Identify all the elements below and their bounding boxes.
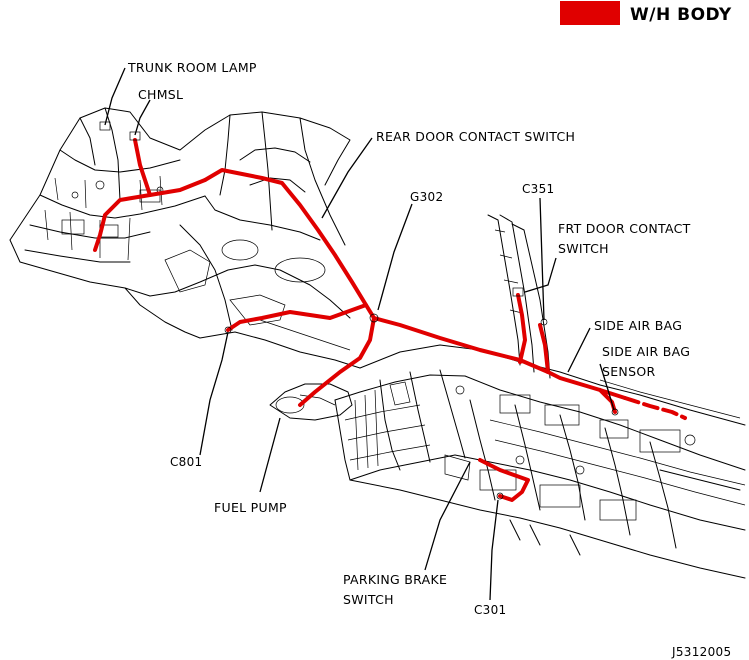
- label-parking-brake-switch-line1: PARKING BRAKE: [343, 572, 447, 587]
- label-parking-brake-switch-line2: SWITCH: [343, 592, 394, 607]
- side-air-bag-sensor: [611, 408, 619, 416]
- g302-ground-point: [369, 313, 379, 323]
- frt-door-contact-switch-leader: [524, 257, 557, 293]
- label-fuel-pump: FUEL PUMP: [214, 500, 287, 515]
- harness-c801-branch: [226, 303, 368, 332]
- harness-trunk-branch: [93, 178, 207, 252]
- trunk-room-lamp-leader: [104, 67, 126, 126]
- label-side-air-bag-sensor-line2: SENSOR: [602, 364, 655, 379]
- harness-c351-branch: [538, 323, 550, 374]
- c801-leader: [199, 331, 229, 456]
- label-frt-door-contact-switch-line1: FRT DOOR CONTACT: [558, 221, 691, 236]
- callout-labels: TRUNK ROOM LAMP CHMSL REAR DOOR CONTACT …: [127, 60, 691, 617]
- leader-lines: [104, 67, 615, 601]
- parking-brake-switch-leader: [424, 461, 471, 571]
- label-rear-door-contact-switch: REAR DOOR CONTACT SWITCH: [376, 129, 575, 144]
- rear-door-contact-switch-leader: [321, 137, 373, 219]
- harness-chmsl-branch: [133, 138, 152, 197]
- frt-door-contact-switch: [512, 287, 524, 297]
- label-frt-door-contact-switch-line2: SWITCH: [558, 241, 609, 256]
- side-air-bag-sensor-leader: [599, 363, 615, 411]
- trunk-room-lamp: [99, 121, 111, 131]
- harness-bpillar-branch: [516, 293, 527, 364]
- chmsl-leader: [134, 99, 151, 136]
- harness-front-run: [623, 396, 687, 420]
- label-c351: C351: [522, 182, 554, 196]
- c301-connector: [496, 492, 504, 500]
- chmsl-lamp: [129, 131, 141, 141]
- figure-code: J5312005: [671, 645, 731, 659]
- label-side-air-bag: SIDE AIR BAG: [594, 318, 682, 333]
- harness-parking-branch: [478, 458, 530, 502]
- label-c801: C801: [170, 455, 202, 469]
- side-air-bag-leader: [567, 327, 591, 373]
- label-trunk-room-lamp: TRUNK ROOM LAMP: [127, 60, 257, 75]
- label-side-air-bag-sensor-line1: SIDE AIR BAG: [602, 344, 690, 359]
- body-harness: [93, 138, 687, 502]
- legend-label: W/H BODY: [630, 5, 732, 25]
- g302-leader: [377, 203, 413, 311]
- label-g302: G302: [410, 190, 443, 204]
- component-markers: [99, 121, 619, 500]
- legend: W/H BODY: [560, 1, 732, 25]
- legend-swatch: [560, 1, 620, 25]
- fuel-pump-leader: [259, 417, 281, 493]
- label-chmsl: CHMSL: [138, 87, 183, 102]
- vehicle-body-outline: [9, 107, 746, 579]
- c301-leader: [489, 499, 499, 601]
- harness-main-run: [203, 168, 627, 400]
- harness-fuel-branch: [298, 316, 376, 407]
- c351-leader: [539, 197, 545, 321]
- label-c301: C301: [474, 603, 506, 617]
